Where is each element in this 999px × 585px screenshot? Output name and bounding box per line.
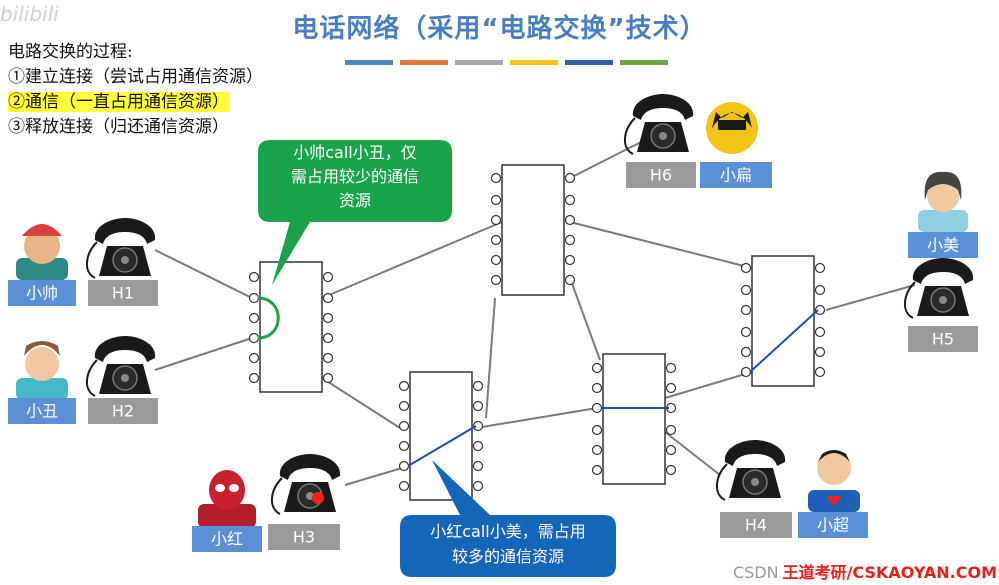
step-establish: ①建立连接（尝试占用通信资源） [8, 67, 263, 87]
avatar-xiaobian [706, 102, 758, 154]
csdn-watermark: CSDN [732, 563, 779, 582]
svg-text:H6: H6 [650, 166, 672, 185]
avatar-xiaochao [808, 450, 860, 512]
blue-callout: 小红call小美，需占用 较多的通信资源 [400, 460, 616, 577]
switch-3-circuit [407, 425, 477, 467]
label-h6: H6 [626, 162, 696, 188]
step-communicate-text: ②通信（一直占用通信资源） [8, 92, 229, 112]
accent-bar [455, 60, 503, 65]
links [154, 139, 916, 486]
label-h2: H2 [88, 398, 158, 424]
green-callout-line2: 需占用较少的通信 [291, 167, 419, 186]
step-communicate: ②通信（一直占用通信资源） [8, 90, 263, 115]
phone-icon-h5 [903, 257, 975, 319]
steps-heading: 电路交换的过程: [8, 42, 133, 62]
step-release: ③释放连接（归还通信资源） [8, 117, 229, 137]
phone-icon-h1 [85, 217, 157, 279]
label-xiaohong: 小红 [192, 526, 262, 552]
svg-text:H5: H5 [932, 330, 954, 349]
label-xiaomei: 小美 [908, 232, 978, 258]
switch-1 [248, 261, 334, 393]
green-callout: 小帅call小丑，仅 需占用较少的通信 资源 [258, 140, 452, 285]
label-h1: H1 [88, 280, 158, 306]
accent-bar [565, 60, 613, 65]
process-steps: 电路交换的过程: ①建立连接（尝试占用通信资源） ②通信（一直占用通信资源） ③… [8, 40, 263, 140]
accent-bars [345, 60, 668, 65]
green-callout-line1: 小帅call小丑，仅 [293, 143, 417, 162]
blue-callout-line1: 小红call小美，需占用 [430, 522, 586, 541]
green-callout-line3: 资源 [339, 191, 371, 210]
switch-2 [490, 164, 576, 296]
blue-callout-line2: 较多的通信资源 [452, 547, 564, 566]
label-h3: H3 [268, 524, 340, 550]
accent-bar [400, 60, 448, 65]
switch-5 [740, 255, 826, 387]
svg-text:小超: 小超 [817, 516, 849, 535]
svg-text:H4: H4 [745, 516, 767, 535]
switch-5-circuit [749, 309, 819, 373]
label-xiaochao: 小超 [798, 512, 868, 538]
svg-text:小帅: 小帅 [26, 284, 58, 303]
brand-text: 王道考研/CSKAOYAN.COM [782, 563, 997, 582]
svg-text:小扁: 小扁 [720, 166, 752, 185]
svg-text:H3: H3 [293, 528, 315, 547]
phone-icon-h3 [270, 453, 342, 515]
accent-bar [510, 60, 558, 65]
bilibili-watermark: bilibili [0, 2, 59, 26]
label-xiaochou: 小丑 [8, 398, 76, 424]
svg-text:小丑: 小丑 [26, 402, 58, 421]
label-xiaobian: 小扁 [700, 162, 772, 188]
label-h5: H5 [908, 326, 978, 352]
accent-bar [620, 60, 668, 65]
label-h4: H4 [720, 512, 792, 538]
phone-icon-h2 [85, 335, 157, 397]
label-xiaoshuai: 小帅 [8, 280, 76, 306]
accent-bar [345, 60, 393, 65]
svg-text:小红: 小红 [211, 530, 243, 549]
avatar-xiaomei [918, 171, 968, 232]
svg-text:H2: H2 [112, 402, 134, 421]
svg-text:H1: H1 [112, 284, 134, 303]
avatar-xiaohong [198, 470, 256, 528]
avatar-xiaochou [16, 341, 68, 400]
switch-4 [591, 353, 677, 485]
switch-1-circuit [257, 296, 280, 340]
phone-icon-h4 [715, 439, 787, 501]
avatar-xiaoshuai [16, 224, 68, 280]
switch-3 [398, 371, 484, 501]
svg-text:小美: 小美 [927, 236, 959, 255]
page-title: 电话网络（采用“电路交换”技术） [292, 14, 707, 44]
